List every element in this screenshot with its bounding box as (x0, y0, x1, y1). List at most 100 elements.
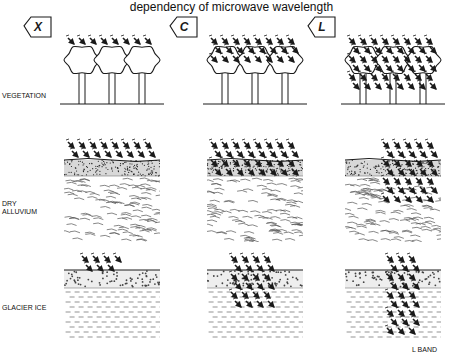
wave-arrow (235, 283, 241, 289)
wave-arrow (382, 38, 388, 44)
wave-arrow (255, 38, 261, 44)
wave-arrow (408, 65, 414, 71)
wave-arrow (255, 56, 261, 62)
wave-arrow (409, 256, 415, 262)
wave-arrow (211, 38, 217, 44)
wave-arrow (244, 160, 250, 166)
wave-arrow (90, 142, 96, 148)
wave-arrow (244, 56, 250, 62)
wave-arrow (427, 178, 433, 184)
wave-arrow (393, 38, 399, 44)
wave-arrow (244, 38, 250, 44)
wave-arrow (246, 265, 252, 271)
wave-arrow (394, 142, 400, 148)
wave-arrow (398, 187, 404, 193)
wave-arrow (123, 38, 129, 44)
wave-arrow (405, 160, 411, 166)
wave-arrow (409, 187, 415, 193)
wave-arrow (270, 151, 276, 157)
wave-arrow (235, 265, 241, 271)
wave-arrow (397, 47, 403, 53)
wave-arrow (68, 38, 74, 44)
wave-arrow (386, 47, 392, 53)
wave-arrow (375, 65, 381, 71)
wave-arrow (145, 38, 151, 44)
wave-arrow (402, 265, 408, 271)
wave-arrow (360, 74, 366, 80)
wave-arrow (413, 265, 419, 271)
wave-arrow (387, 328, 393, 334)
wave-arrow (292, 47, 298, 53)
tree-group (341, 35, 445, 104)
wave-arrow (415, 38, 421, 44)
wave-arrow (382, 74, 388, 80)
wave-arrow (281, 47, 287, 53)
wave-arrow (416, 142, 422, 148)
wave-arrow (408, 47, 414, 53)
wave-arrow (393, 56, 399, 62)
wave-arrow (101, 38, 107, 44)
wave-arrow (409, 274, 415, 280)
wave-arrow (404, 38, 410, 44)
wave-arrow (266, 56, 272, 62)
wave-arrow (237, 47, 243, 53)
row-label: VEGETATION (2, 92, 60, 100)
wave-arrow (413, 283, 419, 289)
wave-arrow (112, 38, 118, 44)
wave-arrow (237, 151, 243, 157)
band-flag: C (168, 16, 198, 38)
wave-arrow (288, 56, 294, 62)
wave-arrow (349, 74, 355, 80)
figure-title: dependency of microwave wavelength (0, 0, 463, 14)
wave-arrow (398, 310, 404, 316)
wave-arrow (127, 151, 133, 157)
wave-arrow (253, 256, 259, 262)
wave-arrow (387, 256, 393, 262)
wave-arrow (231, 256, 237, 262)
wave-arrow (115, 256, 121, 262)
wave-arrow (268, 265, 274, 271)
row-label: L BAND (412, 346, 460, 354)
wave-arrow (364, 83, 370, 89)
wave-arrow (222, 38, 228, 44)
wave-arrow (409, 328, 415, 334)
wave-arrow (349, 56, 355, 62)
wave-arrow (409, 169, 415, 175)
wave-arrow (398, 328, 404, 334)
wave-arrow (259, 47, 265, 53)
wave-arrow (431, 169, 437, 175)
wave-arrow (415, 74, 421, 80)
wave-arrow (108, 265, 114, 271)
wave-arrow (375, 47, 381, 53)
wave-arrow (394, 178, 400, 184)
wave-arrow (430, 65, 436, 71)
wave-arrow (259, 169, 265, 175)
wave-arrow (266, 38, 272, 44)
wave-arrow (257, 265, 263, 271)
wave-arrow (364, 65, 370, 71)
wave-arrow (409, 292, 415, 298)
wave-arrow (387, 151, 393, 157)
band-flag: L (306, 16, 336, 38)
wave-arrow (94, 151, 100, 157)
wave-arrow (405, 142, 411, 148)
wave-arrow (427, 196, 433, 202)
wave-arrow (145, 142, 151, 148)
band-flag: X (22, 16, 52, 38)
wave-arrow (430, 83, 436, 89)
wave-arrow (231, 274, 237, 280)
wave-arrow (277, 160, 283, 166)
wave-arrow (248, 47, 254, 53)
wave-arrow (259, 151, 265, 157)
wave-arrow (268, 283, 274, 289)
wave-arrow (105, 151, 111, 157)
row-label: GLACIER ICE (2, 304, 50, 312)
wave-arrow (83, 151, 89, 157)
wave-arrow (270, 169, 276, 175)
wave-arrow (242, 274, 248, 280)
wave-arrow (353, 47, 359, 53)
wave-arrow (397, 83, 403, 89)
wave-arrow (383, 196, 389, 202)
wave-arrow (353, 83, 359, 89)
